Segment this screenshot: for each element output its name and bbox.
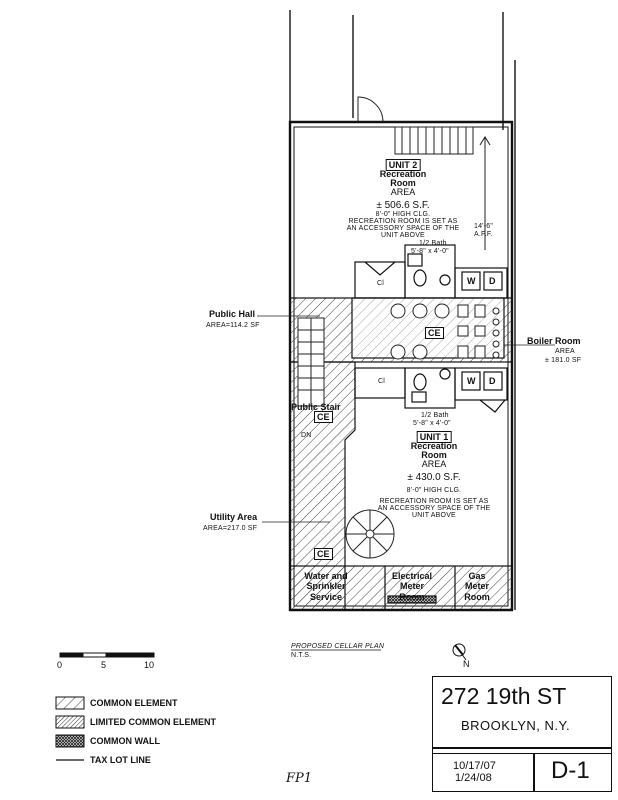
spiral-stair <box>345 509 395 559</box>
scale-label-0: 0 <box>57 660 63 670</box>
unit2-area: ± 506.6 S.F. <box>376 200 430 211</box>
north-arrow-icon <box>452 643 467 661</box>
leader-lines <box>257 315 555 523</box>
upper-stair <box>394 126 491 250</box>
title-block: 272 19th ST BROOKLYN, N.Y. 10/17/07 1/24… <box>432 676 612 792</box>
public-hall-name: Public Hall <box>209 309 256 319</box>
plan-title: PROPOSED CELLAR PLAN <box>291 643 385 650</box>
ce-badge-stair: CE <box>314 411 333 423</box>
unit2-bath-dim: 5'-8" x 4'-0" <box>411 248 449 255</box>
legend-swatches <box>55 696 85 761</box>
unit1-area-word: AREA <box>421 459 447 469</box>
unit2-service-rooms <box>354 244 508 299</box>
unit1-washer-label: W <box>467 376 476 386</box>
unit1-note-1: RECREATION ROOM IS SET AS <box>379 498 489 505</box>
unit2-ceiling: 8'-0" HIGH CLG. <box>375 211 431 218</box>
unit1-bath: 1/2 Bath <box>421 412 449 419</box>
unit2-label-block: UNIT 2 Recreation Room AREA ± 506.6 S.F.… <box>346 159 460 239</box>
title-city: BROOKLYN, N.Y. <box>461 718 571 733</box>
legend-limited-common-element: LIMITED COMMON ELEMENT <box>90 717 216 727</box>
legend-common-wall: COMMON WALL <box>90 736 160 746</box>
unit2-area-word: AREA <box>390 187 416 197</box>
unit2-note-2: AN ACCESSORY SPACE OF THE <box>346 225 460 232</box>
ce-badge-boiler: CE <box>425 327 444 339</box>
unit1-note-3: UNIT ABOVE <box>412 512 456 519</box>
unit1-room-line1: Recreation <box>410 441 458 451</box>
public-hall-area: AREA=114.2 SF <box>206 322 260 329</box>
stair-dn-label: DN <box>301 432 312 439</box>
boiler-room-area: ± 181.0 SF <box>545 357 582 364</box>
unit2-bath: 1/2 Bath <box>419 240 447 247</box>
unit1-closet-label: Cl <box>378 378 386 385</box>
unit2-tag: UNIT 2 <box>385 159 421 171</box>
unit2-note-3: UNIT ABOVE <box>381 232 425 239</box>
unit2-room-line1: Recreation <box>379 169 427 179</box>
unit2-note-1: RECREATION ROOM IS SET AS <box>348 218 458 225</box>
unit1-dryer-label: D <box>489 376 496 386</box>
boiler-room-name: Boiler Room <box>527 336 581 346</box>
utility-area-name: Utility Area <box>210 512 258 522</box>
unit1-room-line2: Room <box>421 450 447 460</box>
public-stair-label: Public Stair <box>291 402 341 412</box>
handwritten-mark: FP1 <box>286 771 313 786</box>
unit1-note-2: AN ACCESSORY SPACE OF THE <box>377 505 491 512</box>
unit1-tag: UNIT 1 <box>416 431 452 443</box>
ce-badge-utility: CE <box>314 548 333 560</box>
legend-tax-lot-line: TAX LOT LINE <box>90 755 151 765</box>
title-date-1: 10/17/07 <box>453 760 496 772</box>
unit1-area: ± 430.0 S.F. <box>407 472 461 483</box>
plan-scale: N.T.S. <box>291 652 312 659</box>
scale-label-10: 10 <box>144 660 155 670</box>
unit2-elev-1: 14'-6" <box>474 223 494 230</box>
legend-common-element: COMMON ELEMENT <box>90 698 178 708</box>
unit2-closet-label: Cl <box>377 280 385 287</box>
meter-rooms <box>384 566 456 610</box>
unit2-elev-2: A.F.F. <box>474 231 493 238</box>
title-address: 272 19th ST <box>441 683 567 709</box>
unit1-label-block: UNIT 1 Recreation Room AREA ± 430.0 S.F.… <box>377 431 491 519</box>
unit1-bath-dim: 5'-8" x 4'-0" <box>413 420 451 427</box>
public-stair <box>297 317 325 407</box>
boiler-room-area-word: AREA <box>555 348 575 355</box>
title-sheet: D-1 <box>551 757 590 784</box>
utility-area-area: AREA=217.0 SF <box>203 525 258 532</box>
unit1-ceiling: 8'-0" HIGH CLG. <box>406 487 462 494</box>
entry-door <box>357 96 384 123</box>
scale-bar <box>59 652 155 658</box>
title-date-2: 1/24/08 <box>455 772 492 784</box>
scale-label-5: 5 <box>101 660 107 670</box>
unit2-room-line2: Room <box>390 178 416 188</box>
unit2-dryer-label: D <box>489 276 496 286</box>
north-label: N <box>463 659 470 669</box>
unit1-service-rooms <box>354 367 508 413</box>
unit2-washer-label: W <box>467 276 476 286</box>
tax-lot-lines <box>289 10 516 610</box>
boiler-equipment <box>390 303 500 360</box>
